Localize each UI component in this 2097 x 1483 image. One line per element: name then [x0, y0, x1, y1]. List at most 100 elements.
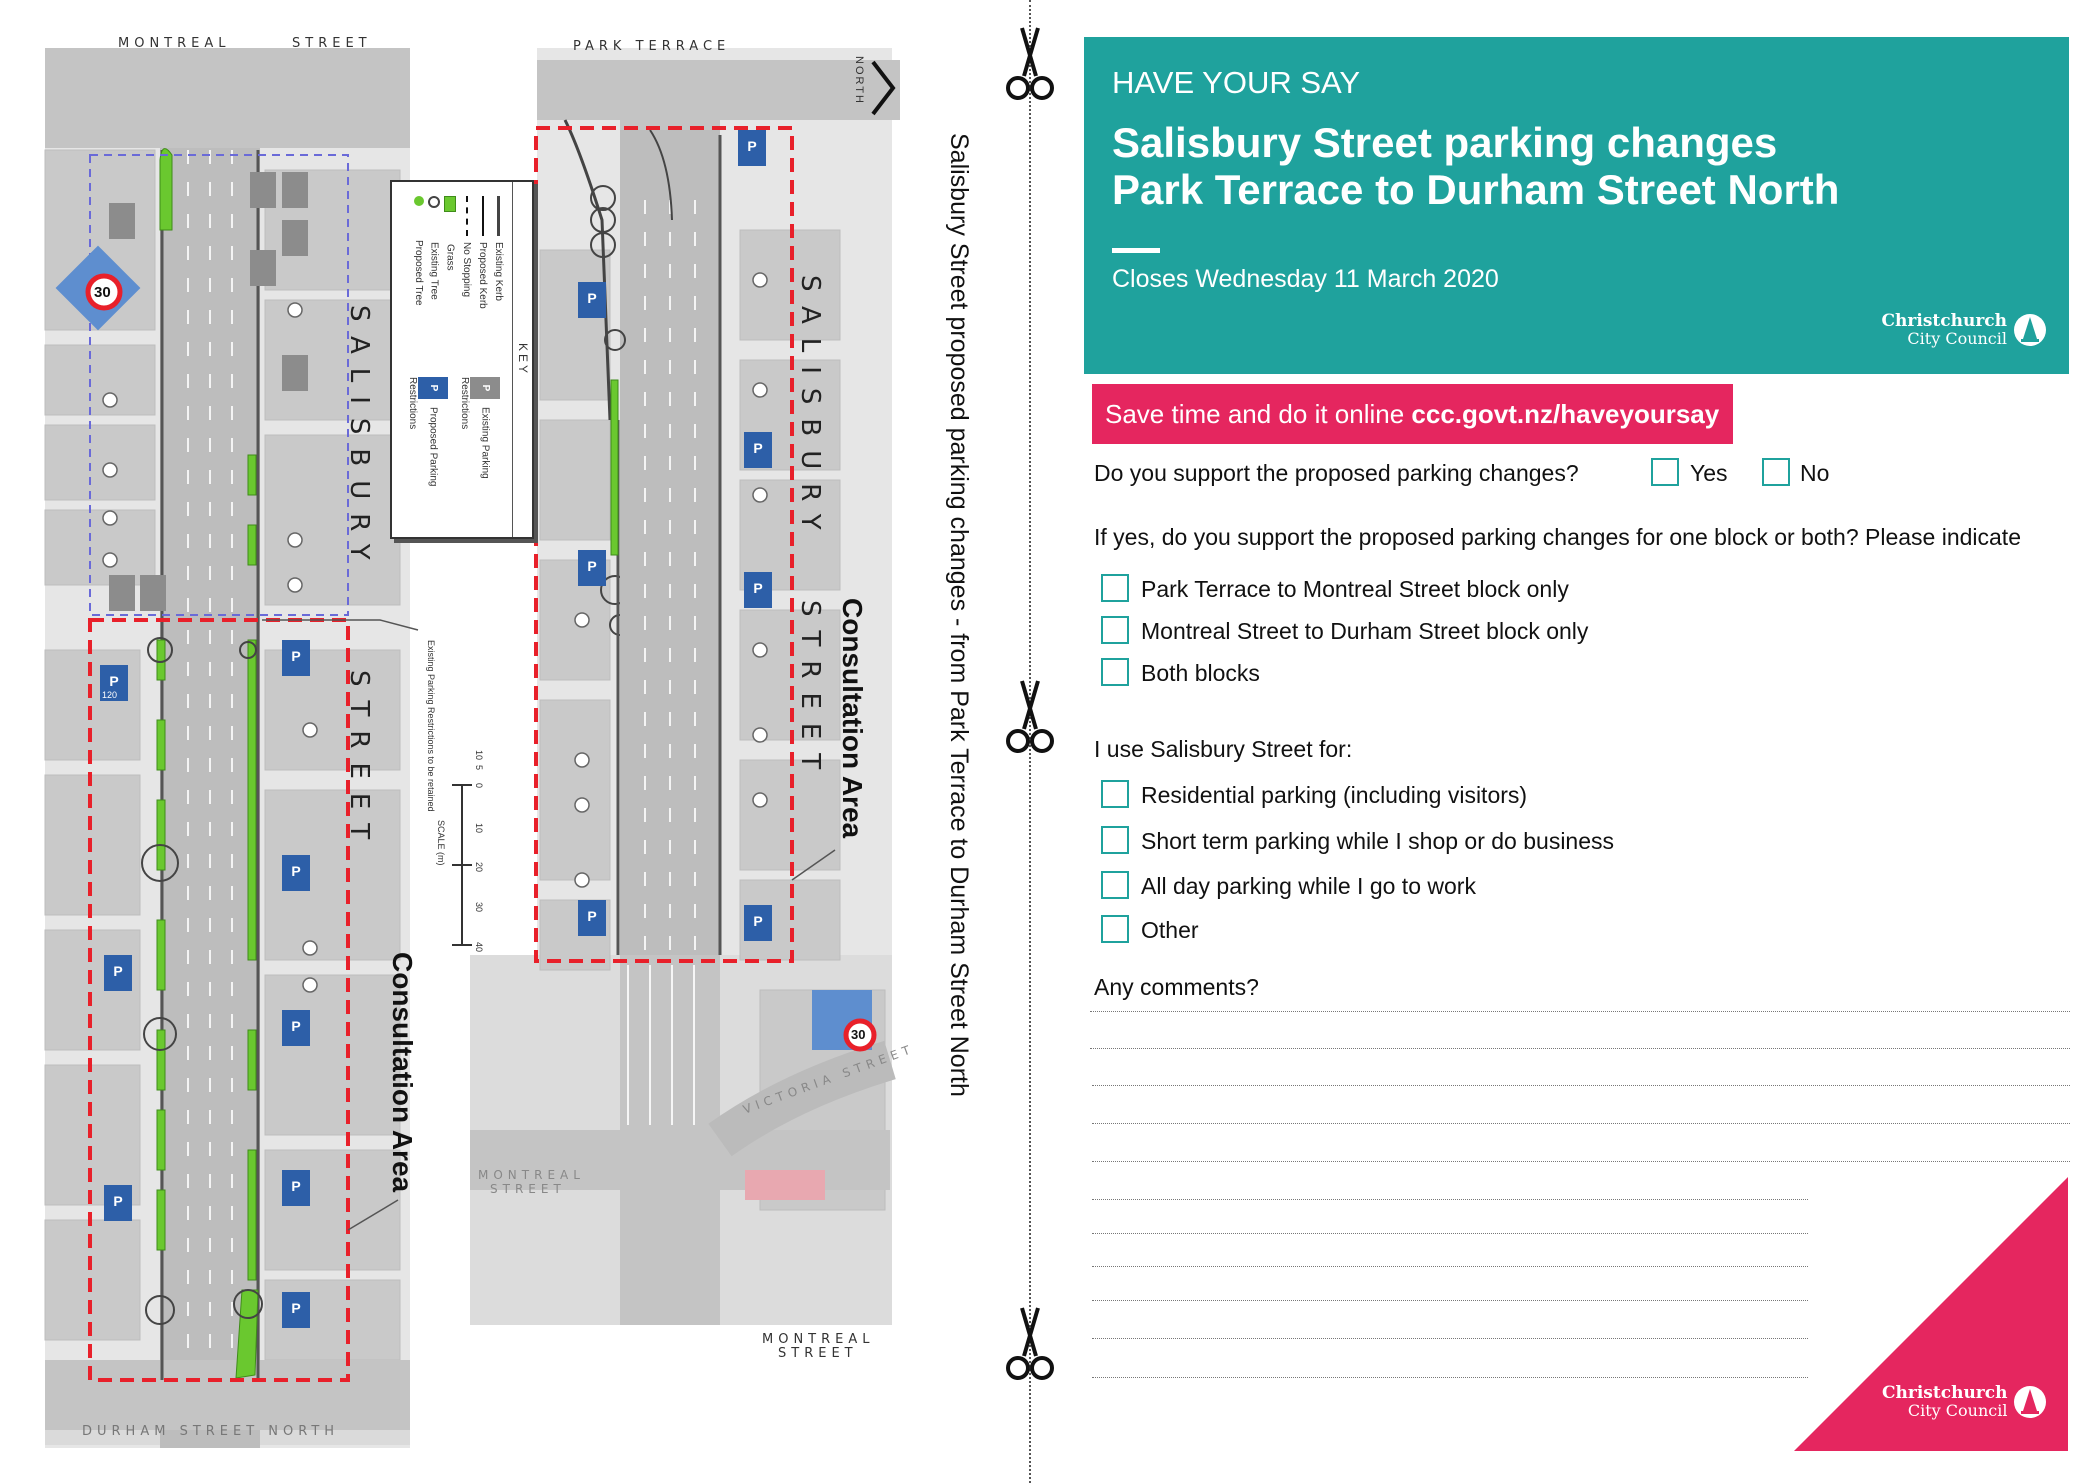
scale-tick: 10 [474, 750, 484, 761]
svg-text:P: P [747, 138, 756, 154]
key-no-stopping: No Stopping [461, 196, 472, 297]
svg-text:P: P [113, 1193, 122, 1209]
svg-text:P: P [587, 908, 596, 924]
label-yes: Yes [1690, 460, 1728, 486]
tree-icon [428, 196, 440, 208]
speed-limit-sign: 30 [94, 284, 111, 301]
street-label-top: STREET [292, 36, 372, 51]
question-support: Do you support the proposed parking chan… [1094, 460, 1579, 486]
montreal-label-mid-2: STREET [490, 1182, 566, 1196]
montreal-label-mid-1: MONTREAL [478, 1168, 585, 1182]
checkbox-park-terrace-block[interactable] [1101, 574, 1129, 602]
header-panel: HAVE YOUR SAY Salisbury Street parking c… [1084, 37, 2069, 374]
montreal-label-bottom-1: MONTREAL [762, 1332, 875, 1347]
council-logo-corner: Christchurch City Council [1882, 1385, 2073, 1419]
scale-tick: 20 [474, 862, 484, 873]
checkbox-other[interactable] [1101, 915, 1129, 943]
svg-text:P: P [291, 1300, 300, 1316]
checkbox-yes[interactable] [1651, 458, 1679, 486]
montreal-label-bottom-2: STREET [778, 1346, 858, 1361]
salisbury-label-left-1: SALISBURY [344, 305, 374, 574]
svg-text:P: P [291, 1178, 300, 1194]
salisbury-label-right-2: STREET [795, 600, 825, 784]
parking-sign-icon: P [418, 377, 448, 399]
grass-swatch-icon [444, 196, 456, 212]
comment-line[interactable] [1092, 1338, 1808, 1339]
svg-text:P: P [113, 963, 122, 979]
scale-tick: 40 [474, 942, 484, 953]
closing-date: Closes Wednesday 11 March 2020 [1112, 265, 1499, 293]
checkbox-both-blocks[interactable] [1101, 658, 1129, 686]
key-proposed-parking: PProposed Parking Restrictions [407, 377, 448, 517]
consultation-area-label-left: Consultation Area [387, 952, 418, 1193]
comment-line[interactable] [1092, 1233, 1808, 1234]
page-title: Salisbury Street parking changes Park Te… [1112, 119, 1840, 213]
comment-line[interactable] [1092, 1199, 1808, 1200]
speed-limit-sign: 30 [851, 1027, 866, 1042]
key-proposed-kerb: Proposed Kerb [477, 196, 488, 309]
checkbox-montreal-block[interactable] [1101, 616, 1129, 644]
comment-line[interactable] [1092, 1123, 2070, 1124]
comment-line[interactable] [1090, 1011, 2070, 1012]
retain-note: Existing Parking Restrictions to be reta… [426, 640, 436, 812]
cathedral-logo-icon [2014, 1386, 2047, 1418]
scissors-icon [1006, 680, 1054, 753]
key-grass: Grass [444, 196, 456, 271]
salisbury-label-right-1: SALISBURY [795, 275, 825, 544]
scale-tick: 0 [474, 783, 484, 789]
scale-tick: 30 [474, 902, 484, 913]
question-blocks: If yes, do you support the proposed park… [1094, 524, 2021, 550]
key-proposed-tree: Proposed Tree [413, 196, 424, 306]
cathedral-logo-icon [2014, 314, 2046, 346]
scale-tick: 5 [474, 765, 484, 771]
comment-line[interactable] [1092, 1300, 1808, 1301]
parking-sign-value: 120 [102, 690, 118, 700]
comment-line[interactable] [1092, 1161, 2070, 1162]
kicker-heading: HAVE YOUR SAY [1112, 65, 1361, 100]
svg-text:P: P [109, 673, 118, 689]
north-label: NORTH [853, 56, 865, 105]
council-logo: Christchurch City Council [1882, 313, 2047, 347]
checkbox-no[interactable] [1762, 458, 1790, 486]
scale-label: SCALE (m) [436, 820, 446, 866]
option-short-term: Short term parking while I shop or do bu… [1141, 828, 1615, 854]
checkbox-all-day[interactable] [1101, 871, 1129, 899]
checkbox-residential[interactable] [1101, 780, 1129, 808]
durham-street-label: DURHAM STREET NORTH [82, 1424, 340, 1439]
consultation-area-label-right: Consultation Area [837, 598, 868, 839]
haveyoursay-link[interactable]: ccc.govt.nz/haveyoursay [1411, 399, 1720, 429]
montreal-street-label-top: MONTREAL [118, 36, 231, 51]
title-rule [1112, 248, 1160, 253]
option-park-terrace-block: Park Terrace to Montreal Street block on… [1141, 576, 1569, 602]
key-existing-kerb: Existing Kerb [493, 196, 504, 301]
option-other: Other [1141, 917, 1199, 943]
comment-line[interactable] [1090, 1048, 2070, 1049]
cut-line [1029, 0, 1031, 1483]
svg-text:P: P [587, 290, 596, 306]
svg-text:P: P [587, 558, 596, 574]
scissors-icon [1006, 1307, 1054, 1380]
checkbox-short-term[interactable] [1101, 826, 1129, 854]
scissors-icon [1006, 27, 1054, 100]
park-terrace-label: PARK TERRACE [573, 39, 731, 54]
option-residential: Residential parking (including visitors) [1141, 782, 1528, 808]
map-key-legend: KEY Existing Kerb Proposed Kerb No Stopp… [390, 180, 534, 539]
svg-text:P: P [753, 440, 762, 456]
svg-text:P: P [753, 913, 762, 929]
comment-line[interactable] [1092, 1377, 1808, 1378]
option-both-blocks: Both blocks [1141, 660, 1260, 686]
option-all-day: All day parking while I go to work [1141, 873, 1476, 899]
comment-line[interactable] [1092, 1266, 1808, 1267]
salisbury-label-left-2: STREET [344, 670, 374, 854]
comment-line[interactable] [1092, 1085, 2070, 1086]
online-banner[interactable]: Save time and do it online ccc.govt.nz/h… [1092, 384, 1733, 444]
svg-text:P: P [291, 863, 300, 879]
comments-label: Any comments? [1094, 974, 1259, 1000]
svg-text:P: P [753, 580, 762, 596]
svg-text:P: P [291, 648, 300, 664]
vertical-caption: Salisbury Street proposed parking change… [945, 133, 973, 1097]
parking-sign-icon: P [470, 377, 500, 399]
label-no: No [1800, 460, 1830, 486]
key-existing-parking: PExisting Parking Restrictions [459, 377, 500, 517]
scale-tick: 10 [474, 823, 484, 834]
